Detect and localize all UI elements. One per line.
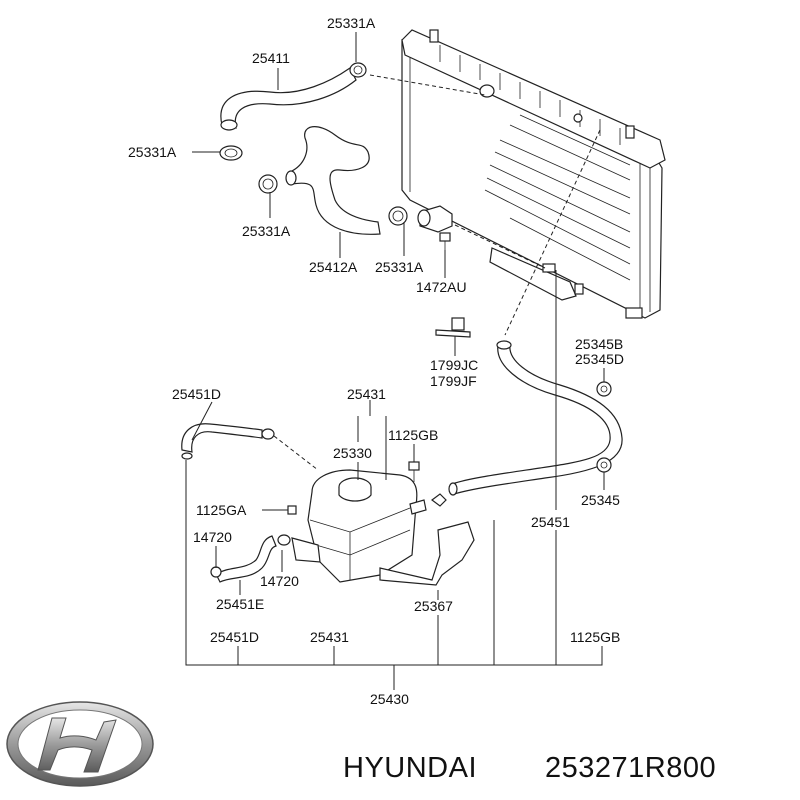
- overflow-hose-25451: [448, 340, 623, 496]
- hose-25451E: [210, 534, 291, 583]
- hose-25451D: [181, 423, 319, 471]
- label-25345B: 25345B: [575, 336, 623, 352]
- label-1125GA: 1125GA: [196, 502, 247, 518]
- label-25345D: 25345D: [575, 351, 624, 367]
- label-25331A-left: 25331A: [128, 144, 177, 160]
- reservoir-tank-25431: [291, 469, 475, 586]
- label-25430: 25430: [370, 691, 409, 707]
- label-25451D-top: 25451D: [172, 386, 221, 402]
- clamp-25345: [596, 457, 612, 473]
- clamp-25345B: [596, 381, 612, 397]
- clamp-25331A-low: [388, 206, 408, 226]
- bolt-1125GA: [287, 505, 297, 515]
- clamp-25331A-mid: [258, 174, 278, 194]
- clip-1799JC: [435, 317, 471, 338]
- hyundai-logo-icon: [6, 701, 154, 787]
- label-25451E: 25451E: [216, 596, 264, 612]
- label-25331A-mid: 25331A: [242, 223, 291, 239]
- clamp-25331A-left: [219, 145, 243, 161]
- label-14720-b: 14720: [260, 573, 299, 589]
- leader-lines: [185, 32, 605, 690]
- part-labels: 25331A 25411 25331A 25331A 25412A 25331A…: [128, 15, 624, 707]
- upper-hose-25411: [220, 67, 357, 131]
- label-25451D-bot: 25451D: [210, 629, 259, 645]
- label-1125GB-bot: 1125GB: [570, 629, 620, 645]
- clamp-25331A-top: [349, 62, 367, 78]
- label-25431-top: 25431: [347, 386, 386, 402]
- label-1125GB-top: 1125GB: [388, 427, 438, 443]
- label-25451: 25451: [531, 514, 570, 530]
- label-25331A-top: 25331A: [327, 15, 376, 31]
- label-14720-a: 14720: [193, 529, 232, 545]
- lower-hose-25412A: [285, 126, 381, 235]
- brand-name: HYUNDAI: [343, 752, 477, 784]
- label-25330: 25330: [333, 445, 372, 461]
- label-1799JC: 1799JC: [430, 357, 478, 373]
- label-1799JF: 1799JF: [430, 373, 477, 389]
- label-25411: 25411: [252, 50, 290, 66]
- label-25331A-low: 25331A: [375, 259, 424, 275]
- label-25431-bot: 25431: [310, 629, 349, 645]
- label-25367: 25367: [414, 598, 453, 614]
- label-1472AU: 1472AU: [416, 279, 467, 295]
- part-number: 253271R800: [545, 752, 716, 784]
- bolt-1472AU: [439, 232, 451, 252]
- label-25345: 25345: [581, 492, 620, 508]
- label-25412A: 25412A: [309, 259, 358, 275]
- radiator: [369, 29, 666, 336]
